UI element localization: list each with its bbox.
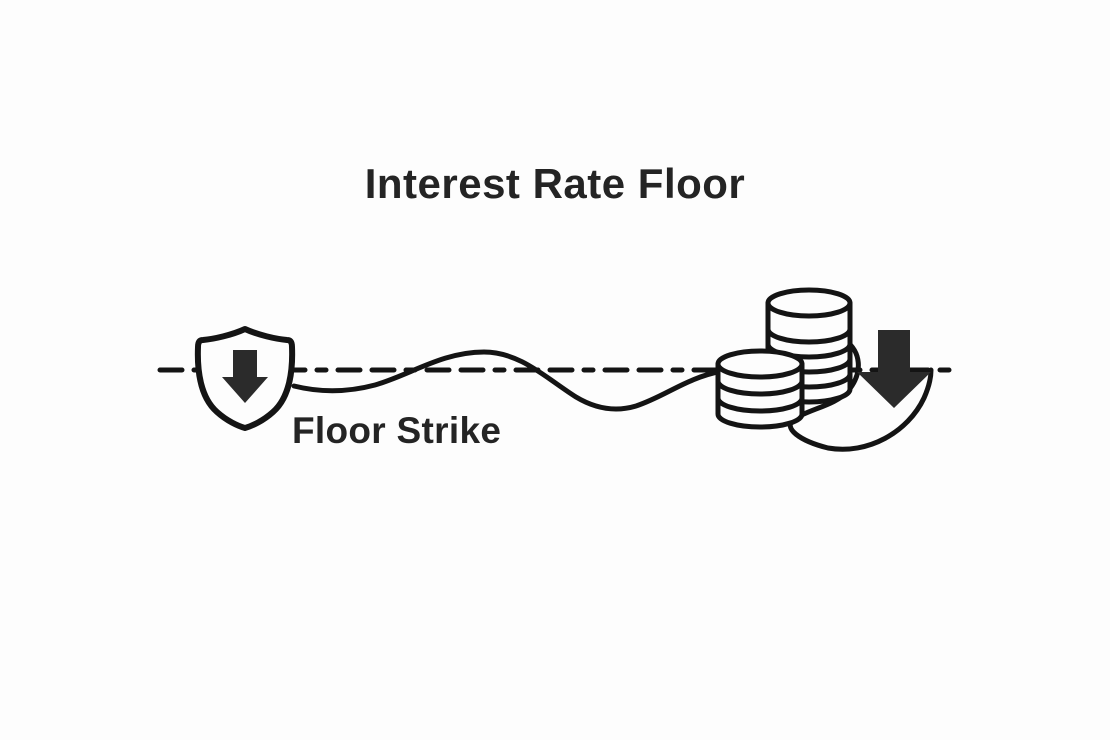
coin-stack-front-top <box>715 348 805 380</box>
shield-icon <box>194 326 296 431</box>
coin-stack-back-top <box>765 287 853 319</box>
shield-down-arrow-icon <box>222 350 268 403</box>
coin-stack-front-icon <box>715 348 805 430</box>
coin-edge <box>715 395 805 414</box>
down-arrow-icon <box>857 330 931 408</box>
floor-strike-label: Floor Strike <box>292 410 502 451</box>
interest-rate-wave-line <box>291 349 745 412</box>
coin-edge <box>715 378 805 397</box>
diagram-title: Interest Rate Floor <box>364 160 746 207</box>
coin-edge <box>765 326 853 345</box>
